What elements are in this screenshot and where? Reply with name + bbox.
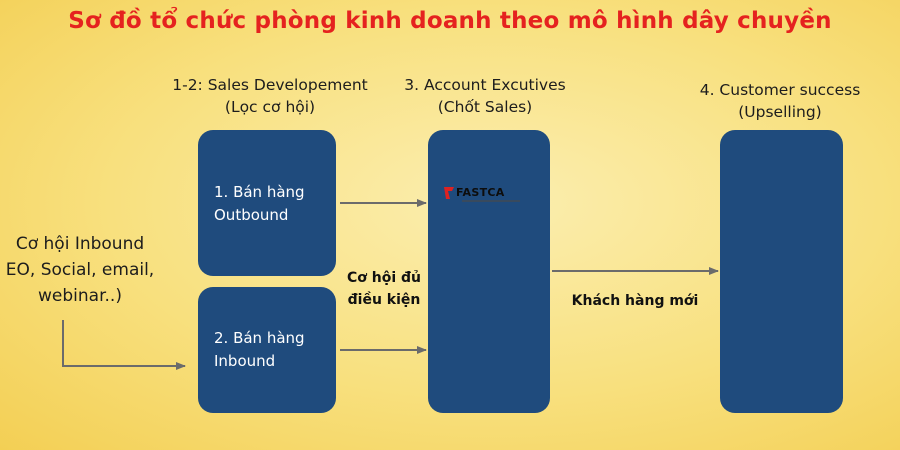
inbound-source-line3: webinar..): [38, 286, 122, 306]
new-customer-label: Khách hàng mới: [571, 293, 699, 309]
inbound-sales-label-line1: 2. Bán hàng: [214, 329, 305, 347]
development-heading-subtitle: (Lọc cơ hội): [224, 98, 316, 116]
inbound-source-label: Cơ hội Inbound EO, Social, email, webina…: [0, 231, 160, 309]
inbound-source-line2: EO, Social, email,: [5, 260, 155, 280]
outbound-sales-label: 1. Bán hàng Outbound: [214, 181, 305, 227]
fastca-logo-tagline: [462, 200, 520, 202]
development-heading-title: 1-2: Sales Developement: [172, 76, 368, 94]
source-to-inbound-arrow: [62, 320, 186, 370]
account-heading-subtitle: (Chốt Sales): [437, 98, 533, 116]
fastca-logo-text: FASTCA: [456, 186, 505, 199]
account-executives-box: [428, 130, 550, 413]
outbound-sales-label-line1: 1. Bán hàng: [214, 183, 305, 201]
qualified-opportunity-line2: điều kiện: [347, 292, 421, 308]
account-heading: 3. Account Excutives (Chốt Sales): [380, 74, 590, 118]
success-heading: 4. Customer success (Upselling): [680, 79, 880, 123]
inbound-sales-label-line2: Inbound: [214, 352, 276, 370]
outbound-sales-label-line2: Outbound: [214, 206, 289, 224]
inbound-source-line1: Cơ hội Inbound: [15, 234, 145, 254]
fastca-logo: FASTCA: [444, 186, 526, 208]
inbound-sales-label: 2. Bán hàng Inbound: [214, 327, 305, 373]
qualified-opportunity-label: Cơ hội đủ điều kiện: [342, 267, 426, 311]
customer-success-box: [720, 130, 843, 413]
account-heading-title: 3. Account Excutives: [404, 76, 566, 94]
qualified-opportunity-line1: Cơ hội đủ: [346, 270, 421, 286]
development-heading: 1-2: Sales Developement (Lọc cơ hội): [150, 74, 390, 118]
fastca-logo-mark-icon: [444, 187, 454, 199]
inbound-sales-box: 2. Bán hàng Inbound: [198, 287, 336, 413]
diagram-title: Sơ đồ tổ chức phòng kinh doanh theo mô h…: [68, 8, 832, 34]
success-heading-subtitle: (Upselling): [738, 103, 822, 121]
outbound-sales-box: 1. Bán hàng Outbound: [198, 130, 336, 276]
success-heading-title: 4. Customer success: [699, 81, 861, 99]
